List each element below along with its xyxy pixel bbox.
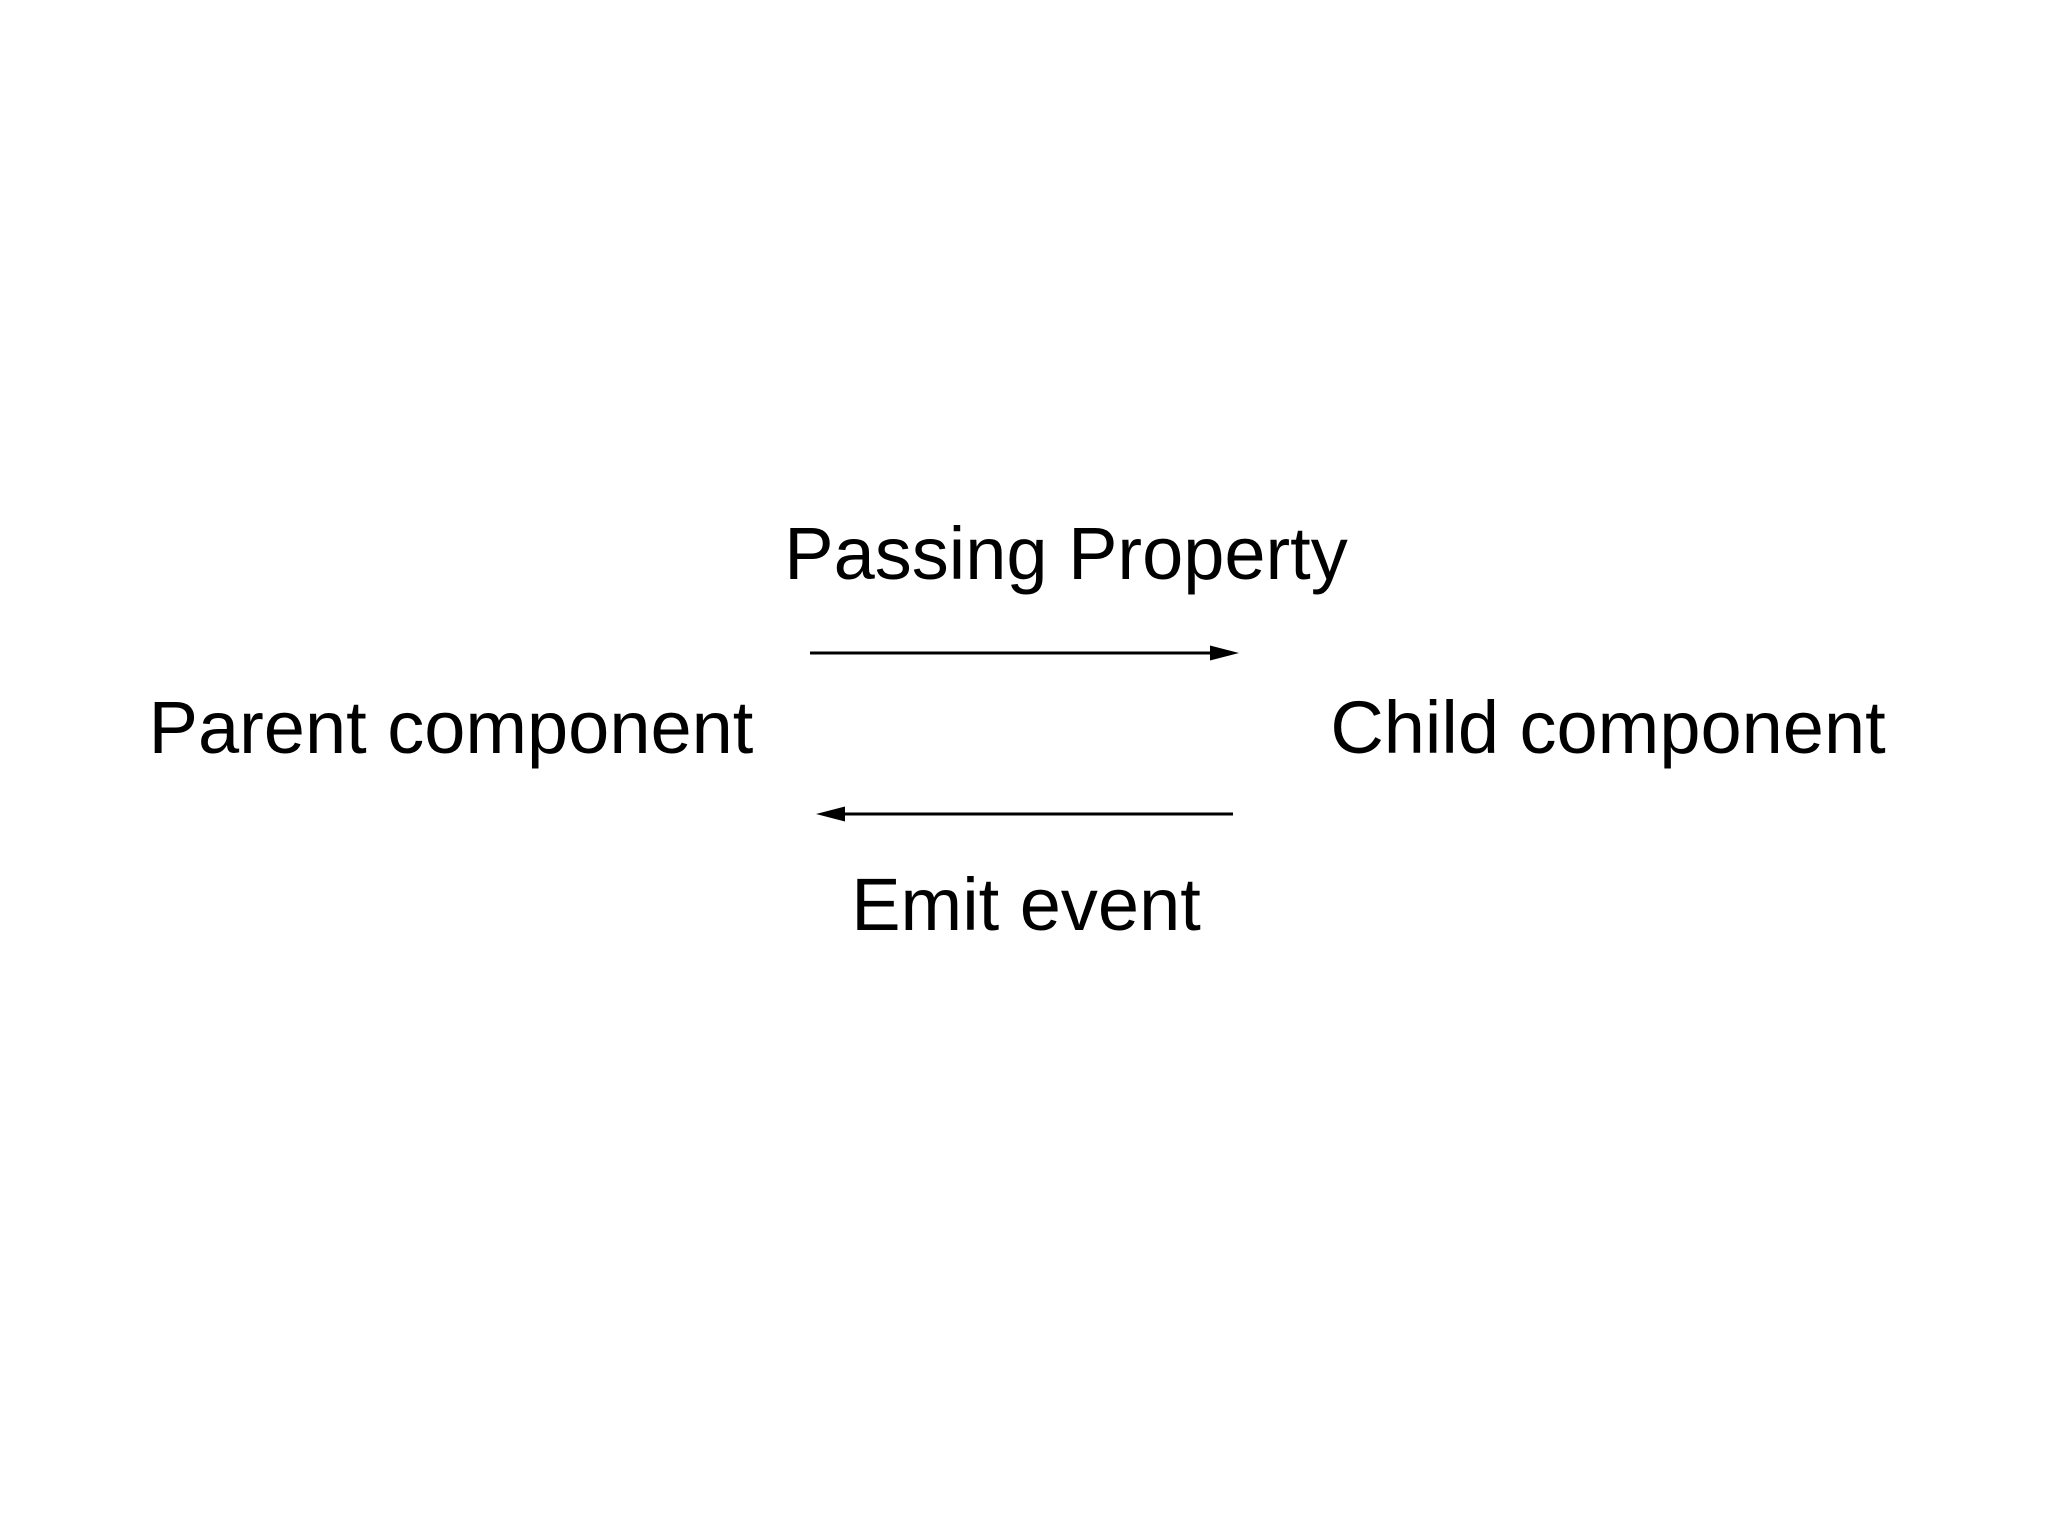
left-arrowhead-icon — [816, 806, 845, 822]
right-arrowhead-icon — [1210, 645, 1239, 661]
parent-component-label: Parent component — [148, 686, 754, 769]
emit-event-arrow — [816, 806, 1233, 822]
passing-property-label: Passing Property — [784, 512, 1348, 595]
passing-property-arrow — [810, 645, 1239, 661]
emit-event-label: Emit event — [851, 863, 1201, 946]
child-component-label: Child component — [1330, 686, 1886, 769]
